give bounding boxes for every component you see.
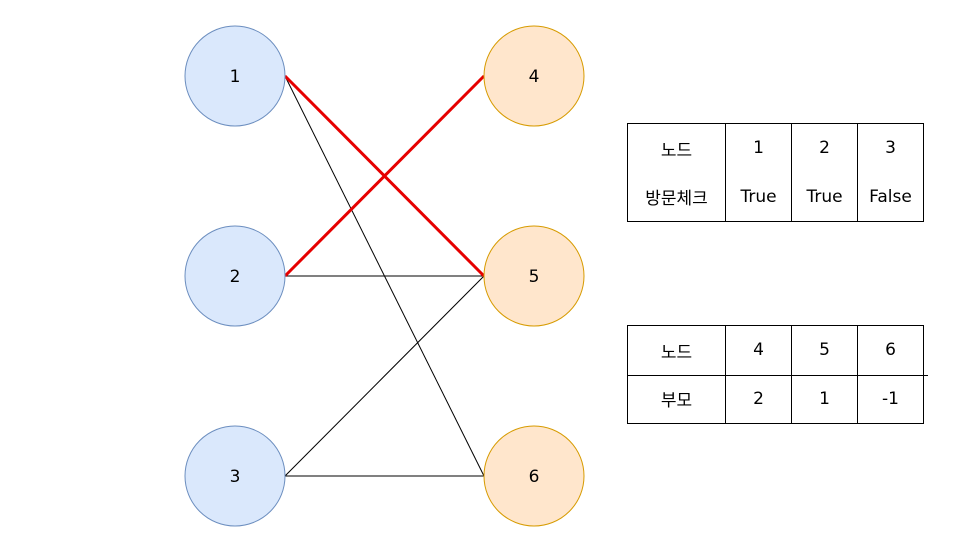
visit-header-2: 2 <box>791 123 858 173</box>
node-5-label: 5 <box>529 267 540 287</box>
visit-table-value-row: 방문체크 True True False <box>627 172 924 222</box>
node-5: 5 <box>483 225 585 327</box>
visit-table-header-row: 노드 1 2 3 <box>627 123 924 173</box>
parent-value-5: 1 <box>791 374 858 424</box>
parent-value-6: -1 <box>857 374 924 424</box>
visit-row-label: 방문체크 <box>627 172 726 222</box>
node-6-circle <box>483 425 585 527</box>
node-3: 3 <box>184 425 286 527</box>
parent-header-node: 노드 <box>627 325 726 375</box>
visit-header-node: 노드 <box>627 123 726 173</box>
parent-table-value-row: 부모 2 1 -1 <box>627 374 924 424</box>
node-1-label: 1 <box>230 67 241 87</box>
edges-layer <box>283 74 486 477</box>
parent-value-4: 2 <box>725 374 792 424</box>
edge-3-5 <box>284 275 485 477</box>
matched-edge-2-4 <box>283 74 486 278</box>
visit-header-3: 3 <box>857 123 924 173</box>
node-2: 2 <box>184 225 286 327</box>
node-6-label: 6 <box>529 467 540 487</box>
node-4: 4 <box>483 25 585 127</box>
node-1-circle <box>184 25 286 127</box>
parent-table-divider <box>627 375 928 376</box>
node-2-label: 2 <box>230 267 241 287</box>
node-1: 1 <box>184 25 286 127</box>
parent-table-header-row: 노드 4 5 6 <box>627 325 924 375</box>
visit-header-1: 1 <box>725 123 792 173</box>
node-3-circle <box>184 425 286 527</box>
parent-table: 노드 4 5 6 부모 2 1 -1 <box>627 325 924 424</box>
parent-header-5: 5 <box>791 325 858 375</box>
node-6: 6 <box>483 425 585 527</box>
node-2-circle <box>184 225 286 327</box>
node-4-circle <box>483 25 585 127</box>
node-5-circle <box>483 225 585 327</box>
node-4-label: 4 <box>529 67 540 87</box>
nodes-layer: 1 2 3 4 5 6 <box>184 25 585 527</box>
parent-row-label: 부모 <box>627 374 726 424</box>
visit-value-1: True <box>725 172 792 222</box>
parent-header-4: 4 <box>725 325 792 375</box>
visit-value-3: False <box>857 172 924 222</box>
parent-header-6: 6 <box>857 325 924 375</box>
node-3-label: 3 <box>230 467 241 487</box>
visit-value-2: True <box>791 172 858 222</box>
visit-check-table: 노드 1 2 3 방문체크 True True False <box>627 123 924 222</box>
